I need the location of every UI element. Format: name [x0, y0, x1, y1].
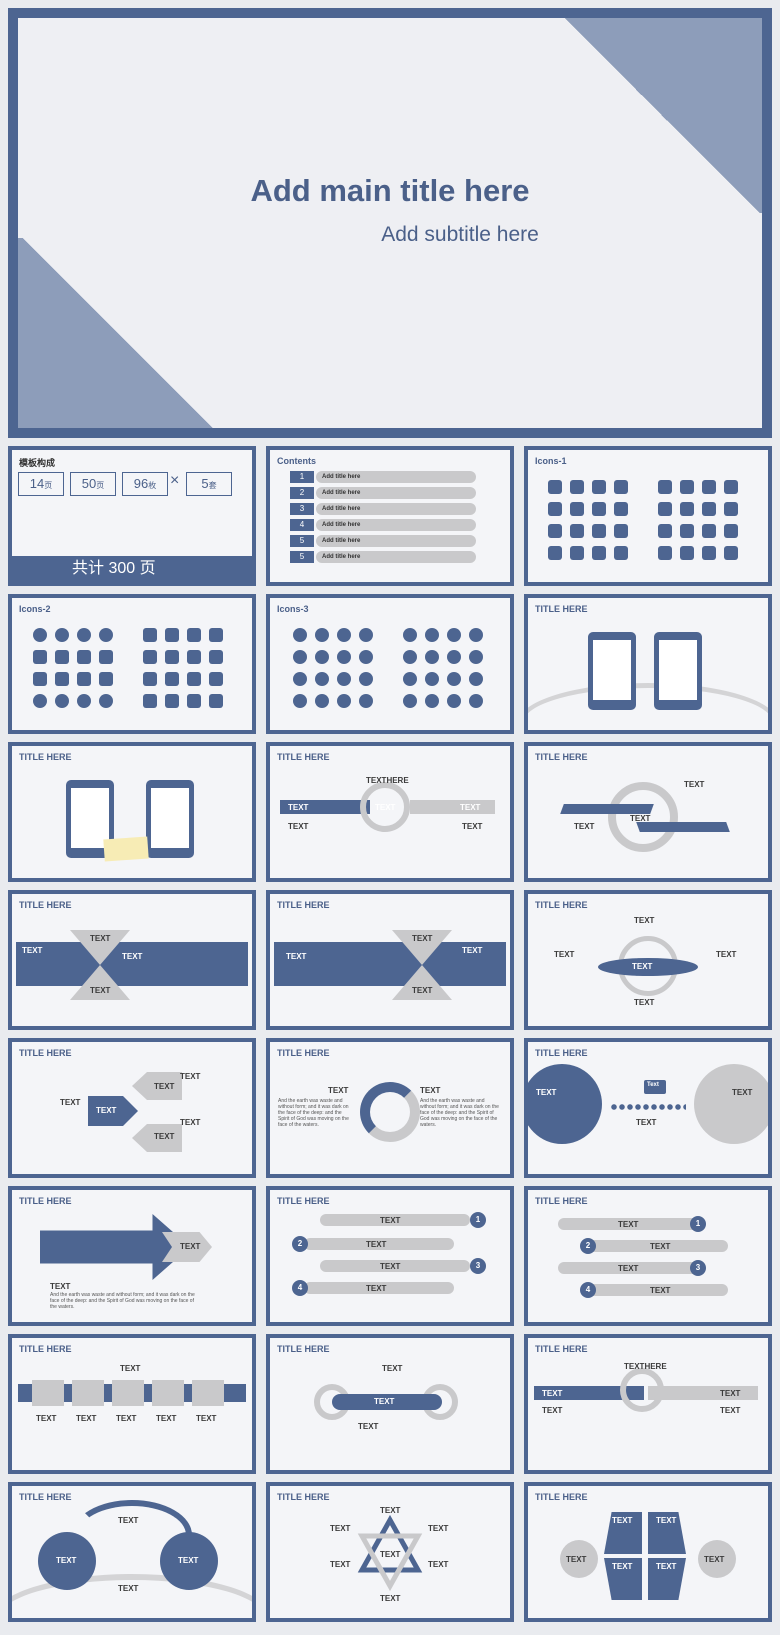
dot-row	[610, 1104, 686, 1110]
slide-thumb-swirl[interactable]: TITLE HERE TEXT TEXT And the earth was w…	[266, 1038, 514, 1178]
orbit	[598, 958, 698, 976]
times-symbol: ×	[170, 472, 180, 489]
slide-heading: TITLE HERE	[535, 604, 588, 614]
slide-thumb-texthere-bar[interactable]: TITLE HERE TEXTHERE TEXT TEXT TEXT TEXT	[524, 1334, 772, 1474]
total-banner	[12, 556, 252, 582]
slide-heading: TITLE HERE	[535, 900, 588, 910]
slide-heading: TITLE HERE	[277, 900, 330, 910]
slide-heading: TITLE HERE	[19, 1196, 72, 1206]
slide-heading: TITLE HERE	[277, 1344, 330, 1354]
slide-thumb-circles-arc[interactable]: TITLE HERE TEXT TEXT TEXT TEXT	[8, 1482, 256, 1622]
slide-heading: Contents	[277, 456, 316, 466]
slide-thumb-big-arrow[interactable]: TITLE HERE TEXT TEXT And the earth was w…	[8, 1186, 256, 1326]
slide-heading: TITLE HERE	[19, 1344, 72, 1354]
slide-thumb-numbered-pills[interactable]: TITLE HERE TEXT TEXT TEXT TEXT 1 2 3 4	[266, 1186, 514, 1326]
corner-triangle-top-right	[562, 18, 762, 213]
slide-heading: TITLE HERE	[277, 1492, 330, 1502]
slide-thumb-texthere-ring[interactable]: TITLE HERE TEXTHERE TEXT TEXT TEXT TEXT …	[266, 742, 514, 882]
slide-thumb-numbered-bars[interactable]: TITLE HERE TEXT TEXT TEXT TEXT 1 2 3 4	[524, 1186, 772, 1326]
slide-thumb-hourglass-left[interactable]: TITLE HERE TEXT TEXT TEXT TEXT	[8, 890, 256, 1030]
big-arrow	[40, 1214, 190, 1280]
icon-grid	[293, 628, 483, 708]
star-of-david	[357, 1514, 423, 1592]
stat-box: 50页	[70, 472, 116, 496]
subtitle: Add subtitle here	[381, 223, 539, 246]
slide-heading: TITLE HERE	[19, 752, 72, 762]
slide-heading: Icons-3	[277, 604, 309, 614]
slide-heading: TITLE HERE	[535, 1196, 588, 1206]
corner-triangle-bottom-left	[18, 238, 218, 428]
sticky-note	[103, 836, 149, 862]
title-slide-canvas: Add main title here Add subtitle here	[18, 18, 762, 428]
slide-thumb-ribbon[interactable]: TITLE HERE TEXT TEXT TEXT TEXT TEXT TEXT	[8, 1334, 256, 1474]
slide-heading: TITLE HERE	[535, 1344, 588, 1354]
slide-heading: Icons-1	[535, 456, 567, 466]
slide-thumb-icons-2[interactable]: Icons-2	[8, 594, 256, 734]
slide-heading: TITLE HERE	[277, 1196, 330, 1206]
slide-heading: TITLE HERE	[277, 752, 330, 762]
slide-thumb-icons-3[interactable]: Icons-3	[266, 594, 514, 734]
slide-thumb-chain-link[interactable]: TITLE HERE TEXT TEXT TEXT	[266, 1334, 514, 1474]
slide-thumb-ring-arrow[interactable]: TITLE HERE TEXT TEXT TEXT	[524, 742, 772, 882]
slide-heading: TITLE HERE	[19, 900, 72, 910]
slide-thumb-two-circles[interactable]: TITLE HERE TEXT TEXT Text TEXT	[524, 1038, 772, 1178]
slide-thumb-icons-1[interactable]: Icons-1	[524, 446, 772, 586]
icon-grid	[33, 628, 223, 708]
stat-box: 14页	[18, 472, 64, 496]
slide-heading: 模板构成	[19, 458, 56, 468]
slide-thumb-star[interactable]: TITLE HERE TEXT TEXT TEXT TEXT TEXT TEXT…	[266, 1482, 514, 1622]
slide-heading: TITLE HERE	[535, 1048, 588, 1058]
slide-thumb-hourglass-right[interactable]: TITLE HERE TEXT TEXT TEXT TEXT	[266, 890, 514, 1030]
title-slide[interactable]: Add main title here Add subtitle here	[8, 8, 772, 438]
slide-thumb-planet[interactable]: TITLE HERE TEXT TEXT TEXT TEXT TEXT	[524, 890, 772, 1030]
slide-thumb-bracket-blocks[interactable]: TITLE HERE TEXT TEXT TEXT TEXT TEXT TEXT	[524, 1482, 772, 1622]
arc-decoration	[528, 683, 768, 730]
slide-thumb-branch-arrows[interactable]: TITLE HERE TEXT TEXT TEXT TEXT TEXT TEXT	[8, 1038, 256, 1178]
slide-thumb-overview[interactable]: 模板构成 14页 50页 96枚 × 5套 共计 300 页	[8, 446, 256, 586]
icon-grid	[548, 480, 738, 560]
slide-heading: TITLE HERE	[277, 1048, 330, 1058]
slide-heading: TITLE HERE	[535, 752, 588, 762]
main-title: Add main title here	[250, 173, 530, 208]
slide-heading: Icons-2	[19, 604, 51, 614]
slide-thumb-phones-note[interactable]: TITLE HERE	[8, 742, 256, 882]
total-label: 共计 300 页	[72, 560, 156, 577]
stat-box: 5套	[186, 472, 232, 496]
ring	[360, 782, 410, 832]
slide-heading: TITLE HERE	[19, 1048, 72, 1058]
slide-heading: TITLE HERE	[19, 1492, 72, 1502]
slide-thumb-phones-cycle[interactable]: TITLE HERE	[524, 594, 772, 734]
slide-heading: TITLE HERE	[535, 1492, 588, 1502]
swirl	[360, 1082, 420, 1142]
stat-box: 96枚	[122, 472, 168, 496]
ring	[608, 782, 678, 852]
